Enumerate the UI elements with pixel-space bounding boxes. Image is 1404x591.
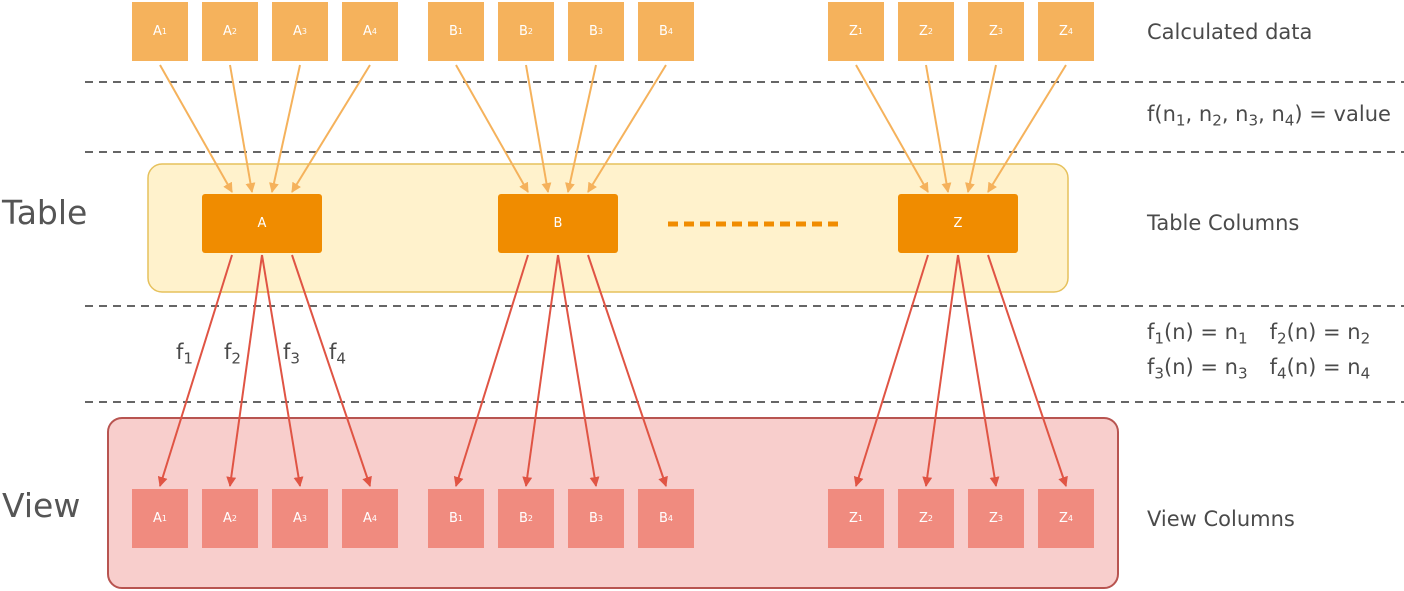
arrow-data-to-table-a3 [269,64,301,193]
arrow-data-to-table-a1 [159,64,233,193]
box-letter: A [223,24,232,39]
table-columns-label: Table Columns [1147,211,1300,235]
box-letter: A [363,511,372,526]
box-letter: A [223,511,232,526]
arrow-data-to-table-z2 [925,64,952,193]
box-letter: A [153,511,162,526]
box-letter: Z [1059,511,1068,526]
f4-label: f4 [329,340,347,368]
box-letter: Z [989,24,998,39]
arrow-data-to-table-z4 [987,64,1067,193]
arrow-table-to-view-z1 [853,254,929,487]
arrow-table-to-view-a1 [157,254,233,487]
arrow-data-to-table-z1 [855,64,929,193]
calculated-data-label: Calculated data [1147,20,1313,44]
arrow-data-to-table-b4 [587,64,667,193]
box-letter: Z [1059,24,1068,39]
arrow-data-to-table-a2 [229,64,256,193]
arrow-data-to-table-b1 [455,64,529,193]
box-letter: B [448,511,458,526]
arrow-data-to-table-b2 [525,64,552,193]
box-letter: B [448,24,458,39]
table-column-a: A [202,194,322,253]
arrow-table-to-view-z3 [957,254,1000,487]
table-column-z: Z [898,194,1018,253]
arrow-data-to-table-b3 [565,64,597,193]
box-letter: A [293,511,302,526]
arrow-table-to-view-a3 [261,254,304,487]
table-column-b: B [498,194,618,253]
box-letter: B [518,24,528,39]
f2-label: f2 [224,340,242,368]
box-letter: Z [849,511,858,526]
box-letter: B [588,24,598,39]
arrow-data-to-table-z3 [965,64,997,193]
box-letter: Z [919,24,928,39]
table-column-label: Z [953,216,963,231]
table-column-label: B [553,216,563,231]
table-side-label: Table [2,193,88,232]
box-letter: Z [989,511,998,526]
box-letter: B [588,511,598,526]
f3-label: f3 [283,340,301,368]
box-letter: Z [849,24,858,39]
box-letter: Z [919,511,928,526]
box-letter: B [658,511,668,526]
arrow-table-to-view-a4 [291,254,372,487]
arrow-table-to-view-b4 [587,254,668,487]
table-column-label: A [257,216,267,231]
view-columns-label: View Columns [1147,507,1295,531]
arrow-table-to-view-b3 [557,254,600,487]
box-letter: B [658,24,668,39]
arrow-table-to-view-b1 [453,254,529,487]
f1-label: f1 [176,340,194,368]
arrow-data-to-table-a4 [291,64,371,193]
box-letter: A [293,24,302,39]
view-side-label: View [2,486,81,525]
arrow-table-to-view-a2 [226,254,263,487]
function-label: f(n1, n2, n3, n4) = value [1147,102,1391,130]
box-letter: B [518,511,528,526]
arrow-table-to-view-b2 [522,254,559,487]
box-letter: A [363,24,372,39]
arrow-table-to-view-z4 [987,254,1068,487]
box-letter: A [153,24,162,39]
arrow-table-to-view-z2 [922,254,959,487]
